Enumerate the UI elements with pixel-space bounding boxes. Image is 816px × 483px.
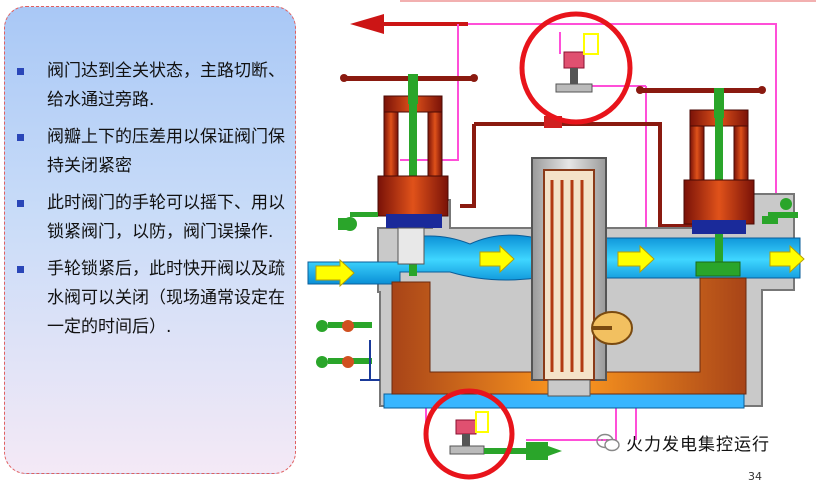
watermark: 火力发电集控运行 (596, 430, 770, 455)
bullet-text-1: 阀门达到全关状态，主路切断、给水通过旁路. (47, 61, 285, 110)
right-main-valve (636, 86, 766, 277)
valve-bypass-diagram (307, 0, 816, 480)
bullet-text-2: 阀瓣上下的压差用以保证阀门保持关闭紧密 (47, 127, 285, 176)
left-side-valves (316, 212, 380, 381)
bullet-item-2: 阀瓣上下的压差用以保证阀门保持关闭紧密 (17, 123, 289, 181)
bullet-marker (17, 266, 24, 273)
actuator-stem (592, 326, 612, 330)
bullet-item-1: 阀门达到全关状态，主路切断、给水通过旁路. (17, 57, 289, 115)
bullet-list: 阀门达到全关状态，主路切断、给水通过旁路. 阀瓣上下的压差用以保证阀门保持关闭紧… (17, 57, 289, 350)
page-number: 34 (748, 470, 762, 483)
bullet-text-3: 此时阀门的手轮可以摇下、用以锁紧阀门，以防，阀门误操作. (47, 193, 285, 242)
bullet-marker (17, 200, 24, 207)
bypass-body (391, 277, 747, 395)
left-main-valve (340, 74, 478, 276)
outlet-arrow-icon (350, 14, 468, 34)
bullet-text-4: 手轮锁紧后，此时快开阀以及疏水阀可以关闭（现场通常设定在一定的时间后）. (47, 259, 285, 337)
text-panel: 阀门达到全关状态，主路切断、给水通过旁路. 阀瓣上下的压差用以保证阀门保持关闭紧… (4, 6, 296, 474)
bullet-item-4: 手轮锁紧后，此时快开阀以及疏水阀可以关闭（现场通常设定在一定的时间后）. (17, 255, 289, 342)
heater-element (531, 157, 607, 397)
flow-arrows (315, 244, 805, 288)
right-side-valve (762, 198, 798, 224)
watermark-text: 火力发电集控运行 (626, 435, 770, 455)
bullet-marker (17, 134, 24, 141)
wechat-icon (596, 433, 620, 451)
vent-pipe (460, 122, 700, 228)
bullet-item-3: 此时阀门的手轮可以摇下、用以锁紧阀门，以防，阀门误操作. (17, 189, 289, 247)
highlight-circle-bottom (423, 388, 515, 480)
highlight-circle-top (519, 11, 633, 125)
bottom-solenoid-valve (449, 411, 562, 460)
top-solenoid-valve (555, 33, 599, 93)
bullet-marker (17, 68, 24, 75)
